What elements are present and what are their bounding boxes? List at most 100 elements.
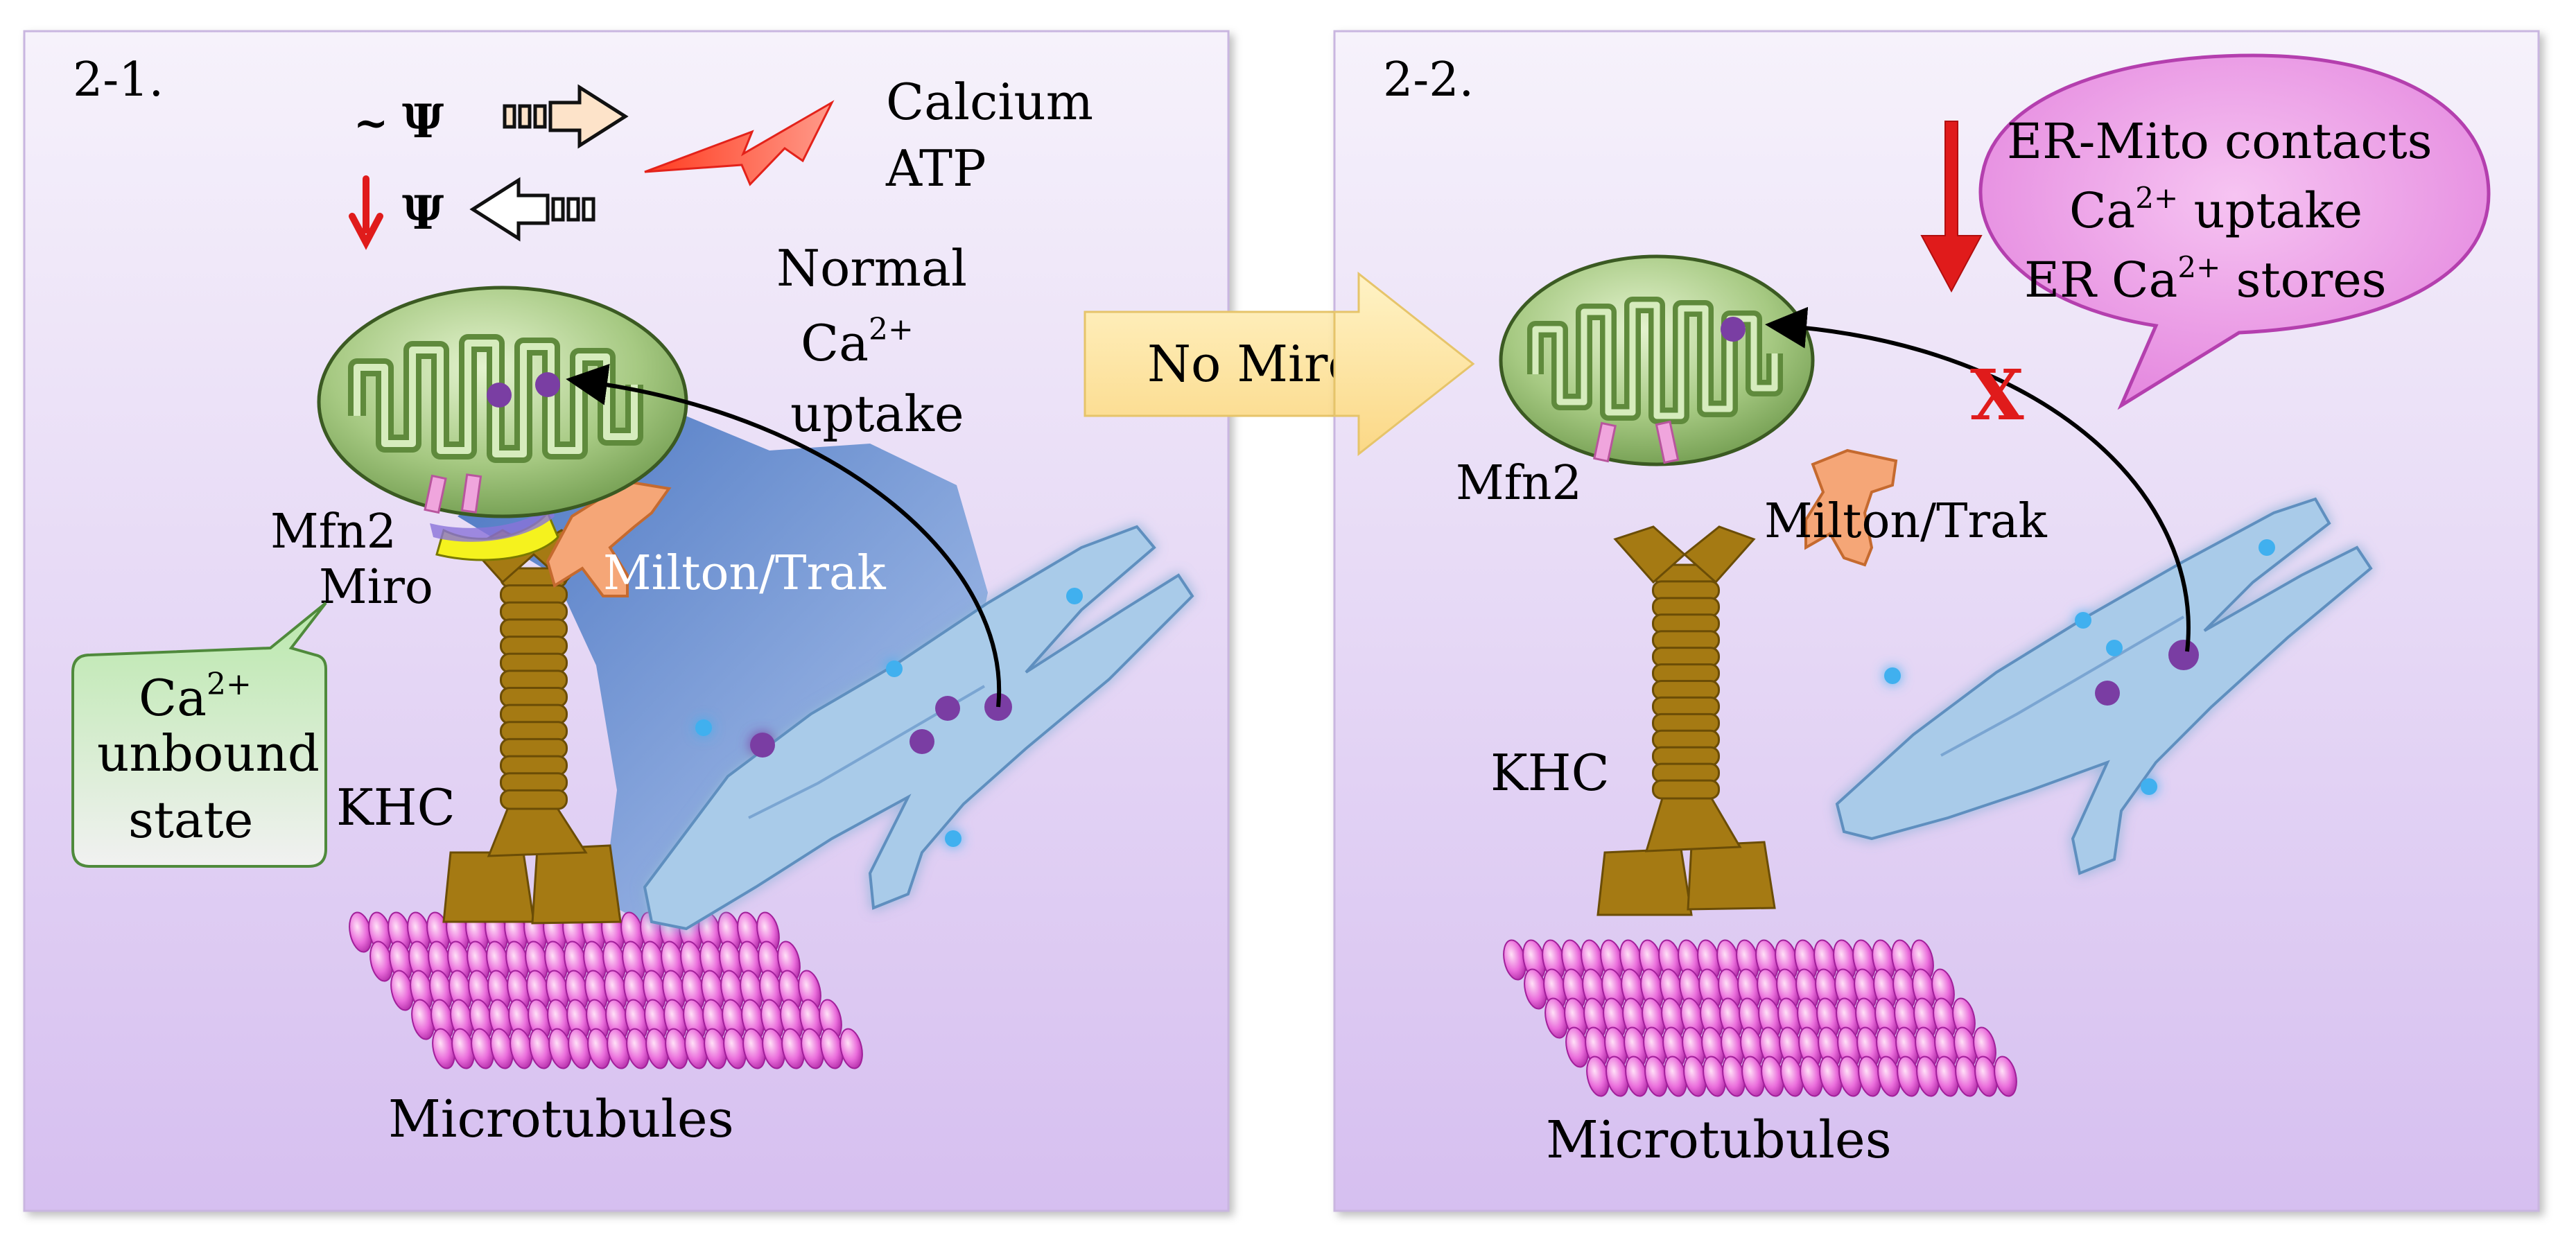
khc-stalk-segment [500, 636, 568, 656]
panel-1: 2-1. ~ Ψ Ψ Calcium ATP Nor [23, 30, 1230, 1212]
bubble-line1: ER-Mito contacts [2007, 113, 2433, 170]
milton-trak [546, 480, 672, 597]
callout-line2: unbound [97, 724, 320, 782]
uptake-ca: Ca2+ [801, 312, 914, 372]
psi-symbol-drop: Ψ [402, 186, 444, 240]
khc-foot-right [531, 844, 622, 925]
khc-stalk-segment [500, 703, 568, 725]
red-down-arrow-large-icon [1920, 121, 1983, 293]
lightning-bolt-icon [644, 100, 835, 186]
khc-stalk-segment [1652, 729, 1720, 750]
khc-stalk-segment [1652, 647, 1720, 667]
khc-stalk-segment [1652, 597, 1720, 618]
er-small-dot [2141, 778, 2157, 795]
khc-stalk-segment [500, 652, 568, 674]
khc-foot-left [1596, 848, 1693, 916]
left-hollow-arrow-icon [469, 177, 595, 242]
khc-label-2: KHC [1490, 744, 1610, 802]
khc-stalk-segment [500, 687, 568, 708]
khc-stalk-segment [1652, 746, 1720, 767]
panel-1-label: 2-1. [73, 53, 164, 107]
transition-label: No Miro [1147, 335, 1358, 393]
khc-stalk-segment [1652, 762, 1720, 783]
endoplasmic-reticulum [643, 525, 1194, 931]
er-calcium-dot [910, 729, 934, 754]
microtubules-label-2: Microtubules [1546, 1110, 1892, 1170]
khc-stalk-segment [1652, 779, 1720, 800]
khc-stalk-segment [500, 772, 568, 793]
mfn2-label: Mfn2 [270, 505, 397, 559]
calcium-flux-arrow [566, 363, 1002, 708]
er-calcium-dot [750, 733, 775, 758]
uptake-uptake: uptake [790, 385, 964, 443]
ca-unbound-callout: Ca2+ unbound state [71, 602, 327, 868]
miro-label: Miro [319, 560, 433, 615]
er-small-dot [1066, 588, 1083, 604]
er-small-dot [1884, 667, 1901, 684]
mitochondrion [1499, 254, 1815, 466]
mfn2-purple-band [430, 505, 555, 542]
microtubules-label: Microtubules [388, 1090, 734, 1149]
blocked-mark-x: X [1970, 354, 2024, 436]
psi-drop-indicator: Ψ [349, 175, 595, 250]
psi-symbol-steady: Ψ [402, 94, 444, 148]
khc-label: KHC [336, 778, 455, 837]
mito-calcium-dot [487, 383, 512, 408]
khc-foot-left [442, 851, 535, 923]
khc-stalk [500, 567, 568, 810]
panel-2-label: 2-2. [1383, 53, 1474, 107]
red-down-arrow-icon [349, 175, 383, 250]
khc-stalk-segment [500, 721, 568, 742]
khc-stalk-segment [1652, 680, 1720, 700]
effects-speech-bubble: ER-Mito contacts Ca2+ uptake ER Ca2+ sto… [1978, 53, 2491, 410]
khc-stalk-segment [1652, 696, 1720, 717]
er-small-dot [2106, 640, 2123, 656]
er-small-dot [695, 719, 712, 736]
khc-head [1613, 525, 1756, 584]
mito-calcium-dot [1721, 317, 1746, 342]
kinesin-heavy-chain [1596, 525, 1776, 916]
panel-2: 2-2. ER-Mito contacts Ca2+ uptake ER Ca2… [1333, 30, 2540, 1212]
er-small-dot [2075, 612, 2091, 629]
khc-stalk-segment [500, 737, 568, 759]
milton-label: Milton/Trak [603, 546, 886, 601]
mfn2-label-2: Mfn2 [1456, 456, 1582, 511]
milton-label-2: Milton/Trak [1764, 494, 2047, 549]
endoplasmic-reticulum [1835, 497, 2373, 875]
er-calcium-dot [935, 696, 960, 721]
blocked-flux-arrow [1765, 306, 2191, 652]
khc-stalk-segment [500, 584, 568, 605]
khc-stalk-segment [1652, 630, 1720, 651]
stimulus-atp: ATP [885, 139, 986, 198]
khc-stalk-segment [500, 789, 568, 810]
er-calcium-dot [2168, 640, 2199, 670]
mfn2-tethers [1593, 420, 1680, 464]
bubble-line3: ER Ca2+ stores [2024, 250, 2387, 308]
er-calcium-dot [2095, 681, 2120, 706]
mito-calcium-dot [535, 372, 560, 397]
er-small-dot [886, 661, 903, 677]
psi-steady-indicator: ~ Ψ [354, 84, 629, 149]
mitochondrion [317, 286, 688, 518]
callout-line3: state [128, 791, 253, 849]
bubble-line2: Ca2+ uptake [2069, 181, 2362, 239]
mfn2-tethers [424, 473, 482, 514]
khc-stalk-segment [1652, 712, 1720, 733]
callout-line1: Ca2+ [139, 667, 252, 727]
khc-stalk-segment [500, 618, 568, 640]
psi-tilde: ~ [354, 99, 388, 148]
khc-stalk-segment [500, 755, 568, 776]
uptake-normal: Normal [776, 239, 967, 297]
khc-stalk-segment [500, 601, 568, 622]
right-hollow-arrow-icon [503, 84, 629, 149]
khc-stalk-segment [500, 670, 568, 690]
khc-stalk-segment [1652, 663, 1720, 683]
er-small-dot [945, 830, 961, 847]
er-small-dot [2259, 539, 2275, 556]
khc-stalk-segment [1652, 580, 1720, 601]
khc-foot-right [1687, 841, 1776, 911]
stimulus-calcium: Calcium [886, 73, 1093, 131]
khc-stalk-segment [1652, 613, 1720, 634]
milton-trak [1804, 448, 1898, 567]
